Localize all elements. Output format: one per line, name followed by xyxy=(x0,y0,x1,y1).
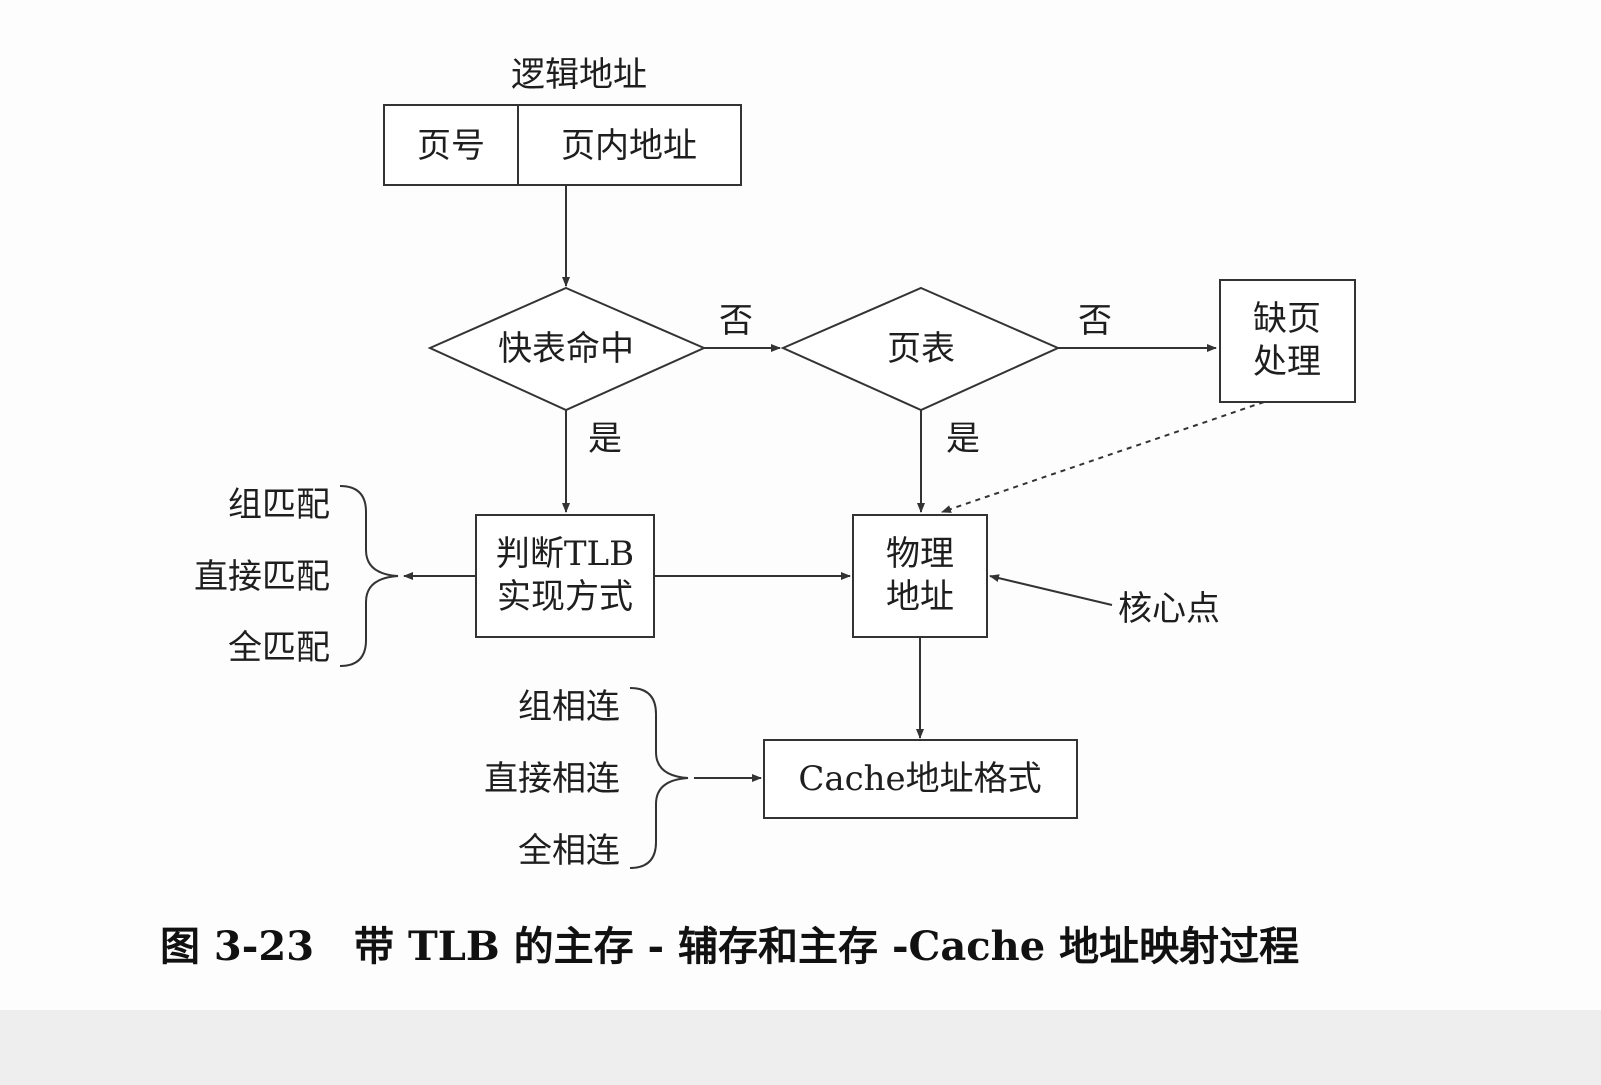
core-point-label: 核心点 xyxy=(1118,589,1220,629)
cache-format-label: Cache地址格式 xyxy=(798,759,1041,799)
page-fault-line-2: 处理 xyxy=(1253,342,1321,382)
tlb-methods-brace xyxy=(339,485,399,667)
arrow-page-fault-to-physical xyxy=(941,401,1265,513)
arrow-core-point xyxy=(989,574,1113,606)
cache-method-direct: 直接相连 xyxy=(484,759,620,799)
logical-address-title: 逻辑地址 xyxy=(511,55,647,95)
physical-address-line-1: 物理 xyxy=(886,534,954,574)
page-offset-field: 页内地址 xyxy=(561,126,697,166)
page-fault-box xyxy=(1219,279,1356,403)
page-fault-line-1: 缺页 xyxy=(1253,299,1321,339)
tlb-method-direct: 直接匹配 xyxy=(194,557,330,597)
cache-method-full: 全相连 xyxy=(518,831,620,871)
figure-caption: 图 3-23 带 TLB 的主存 - 辅存和主存 -Cache 地址映射过程 xyxy=(160,923,1299,970)
physical-address-box xyxy=(852,514,988,638)
pt-no-label: 否 xyxy=(1078,301,1112,341)
tlb-yes-label: 是 xyxy=(588,419,622,459)
cache-format-box xyxy=(763,739,1078,819)
tlb-method-full: 全匹配 xyxy=(228,628,330,668)
tlb-impl-line-2: 实现方式 xyxy=(497,577,633,617)
logical-address-box xyxy=(383,104,742,186)
pt-yes-label: 是 xyxy=(946,419,980,459)
tlb-impl-line-1: 判断TLB xyxy=(496,534,634,574)
cache-method-group: 组相连 xyxy=(518,687,620,727)
page-number-field: 页号 xyxy=(417,126,485,166)
tlb-no-label: 否 xyxy=(719,301,753,341)
tlb-method-group: 组匹配 xyxy=(228,485,330,525)
tlb-hit-label: 快表命中 xyxy=(498,329,634,369)
address-mapping-flowchart: 逻辑地址 页号 页内地址 快表命中 否 页表 否 缺页 处理 是 是 判 xyxy=(160,55,1356,970)
physical-address-line-2: 地址 xyxy=(886,577,954,617)
page-table-label: 页表 xyxy=(887,329,955,369)
bottom-band xyxy=(0,1010,1601,1085)
cache-methods-brace xyxy=(629,687,689,869)
